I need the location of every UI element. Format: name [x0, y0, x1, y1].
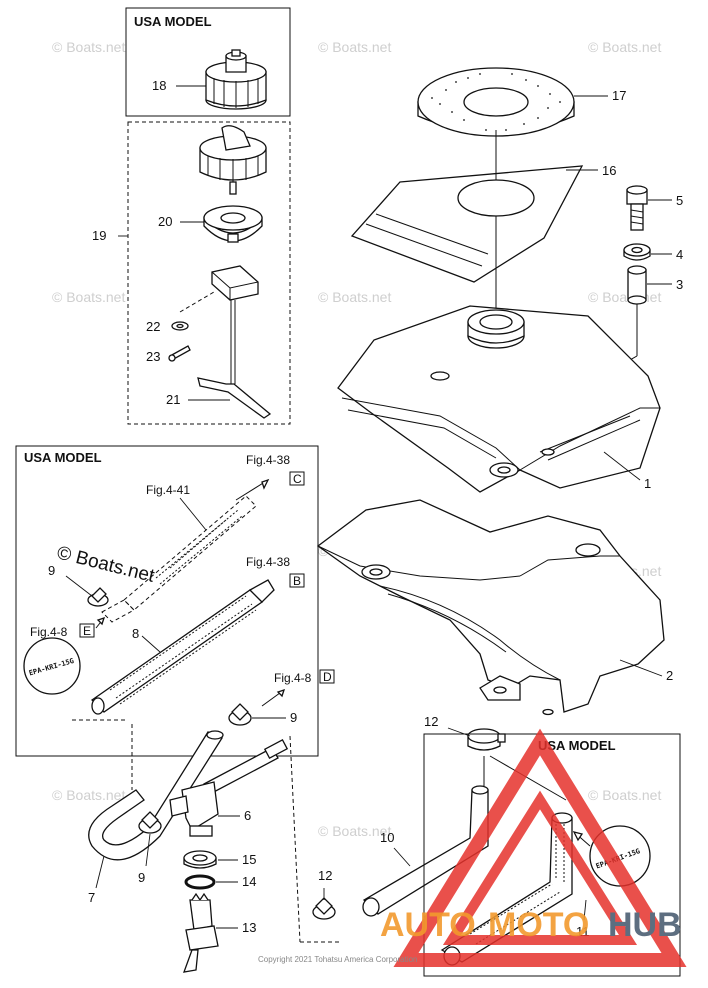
- fuel-hose-8: [90, 579, 275, 715]
- watermark-text: © Boats.net: [588, 289, 661, 305]
- box-title: USA MODEL: [538, 738, 616, 753]
- automotohub-logo: AUTO MOTO HUB: [380, 728, 687, 967]
- collar-3: [627, 265, 647, 305]
- callout-5: 5: [676, 193, 683, 208]
- callout-13: 13: [242, 920, 256, 935]
- hose-clamp-12: [467, 728, 506, 751]
- callout-3: 3: [676, 277, 683, 292]
- callout-18: 18: [152, 78, 166, 93]
- callout-9: 9: [48, 563, 55, 578]
- brand-text: MOTO: [488, 906, 589, 944]
- callout-22: 22: [146, 319, 160, 334]
- copyright-text: Copyright 2021 Tohatsu America Corporati…: [258, 955, 418, 964]
- gasket-16: [350, 165, 584, 283]
- figure-ref: Fig.4-38: [246, 555, 290, 569]
- callout-21: 21: [166, 392, 180, 407]
- pin-23: [168, 345, 191, 362]
- callout-9: 9: [138, 870, 145, 885]
- hose-clamp-12: [312, 897, 336, 920]
- callout-6: 6: [244, 808, 251, 823]
- watermark-text: © Boats.net: [52, 39, 125, 55]
- callout-1: 1: [644, 476, 651, 491]
- fuel-cock-6: [169, 739, 289, 837]
- box-title: USA MODEL: [24, 450, 102, 465]
- figure-ref-box: E: [83, 624, 91, 638]
- fuel-cap: [199, 125, 267, 195]
- filter-17: [417, 67, 575, 137]
- figure-ref-box: C: [293, 472, 302, 486]
- watermark-text: © Boats.net: [318, 289, 391, 305]
- seal-15: [183, 850, 217, 869]
- callout-9: 9: [290, 710, 297, 725]
- watermark-text: © Boats.net: [52, 787, 125, 803]
- figure-ref: Fig.4-8: [30, 625, 68, 639]
- watermark-text: © Boats.net: [318, 823, 391, 839]
- hose-clamp-9: [228, 703, 252, 726]
- hose-clamp-9: [87, 587, 109, 607]
- washer-4: [623, 243, 651, 261]
- o-ring-14: [184, 874, 216, 890]
- tank-tray-2: [316, 499, 665, 716]
- braided-hose-fig-4-41: [101, 495, 257, 623]
- brand-text: AUTO: [380, 906, 476, 944]
- watermark-text: © Boats.net: [318, 39, 391, 55]
- epa-label: EPA-KRI-15G: [23, 637, 81, 695]
- usa-model-cap-box: USA MODEL 18: [125, 7, 291, 117]
- figure-ref: Fig.4-38: [246, 453, 290, 467]
- fuel-tank-1: [337, 305, 661, 493]
- cap-assembly-group-19: 19 20 21: [92, 121, 291, 425]
- callout-20: 20: [158, 214, 172, 229]
- callout-7: 7: [88, 890, 95, 905]
- callout-4: 4: [676, 247, 683, 262]
- watermark-text: © Boats.net: [55, 542, 157, 587]
- washer-22: [171, 321, 189, 331]
- callout-10: 10: [380, 830, 394, 845]
- callout-12: 12: [424, 714, 438, 729]
- callout-23: 23: [146, 349, 160, 364]
- fitting-13: [183, 892, 219, 973]
- watermark-text: © Boats.net: [588, 39, 661, 55]
- alignment-line: [489, 755, 567, 801]
- hose-clamp-9: [138, 811, 162, 834]
- figure-ref: Fig.4-41: [146, 483, 190, 497]
- callout-16: 16: [602, 163, 616, 178]
- box-title: USA MODEL: [134, 14, 212, 29]
- bolt-5: [626, 185, 648, 231]
- watermark-text: © Boats.net: [52, 289, 125, 305]
- callout-14: 14: [242, 874, 256, 889]
- callout-17: 17: [612, 88, 626, 103]
- callout-8: 8: [132, 626, 139, 641]
- fuel-hose-10: [362, 785, 489, 917]
- fuel-cap-18: [205, 49, 267, 110]
- watermark-text: © Boats.net: [588, 787, 661, 803]
- callout-2: 2: [666, 668, 673, 683]
- brand-text: HUB: [608, 906, 682, 944]
- strainer-rod-21: [179, 265, 272, 419]
- fuel-hose-7: [88, 730, 224, 861]
- figure-ref-box: D: [323, 670, 332, 684]
- callout-12: 12: [318, 868, 332, 883]
- figure-ref-box: B: [293, 574, 301, 588]
- figure-ref: Fig.4-8: [274, 671, 312, 685]
- callout-15: 15: [242, 852, 256, 867]
- seal-20: [203, 205, 263, 243]
- usa-model-hose-box: USA MODEL Fig.4-38 C Fig.4-41 © Boats.ne…: [15, 445, 319, 757]
- callout-19: 19: [92, 228, 106, 243]
